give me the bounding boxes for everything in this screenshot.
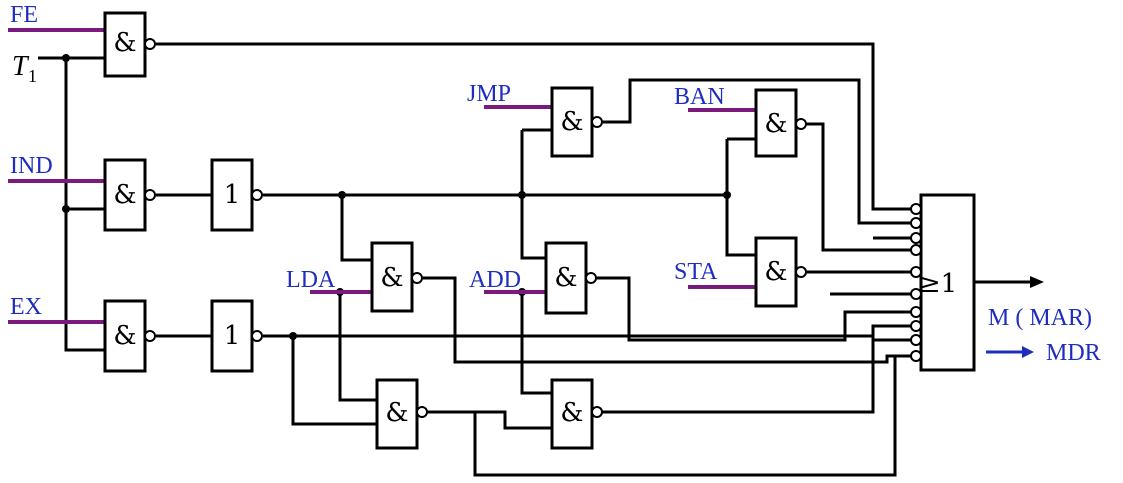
not-gate-1: 1 (210, 158, 263, 232)
inverter-bubble (585, 272, 597, 284)
output-label-mar: M ( MAR) (988, 305, 1092, 331)
inverter-bubble (591, 116, 603, 128)
inverter-bubble (795, 266, 807, 278)
inverter-bubble (251, 189, 263, 201)
inverter-bubble (795, 118, 807, 130)
svg-text:&: & (554, 263, 577, 293)
label-ind: IND (10, 153, 53, 179)
svg-text:≥1: ≥1 (919, 269, 957, 299)
input-pins (8, 28, 756, 324)
mdr-arrow-icon (1022, 346, 1034, 358)
inverter-bubble (591, 406, 603, 418)
label-ban: BAN (674, 84, 725, 110)
inverter-bubble (416, 406, 428, 418)
label-t1: T (12, 51, 30, 82)
signal-labels: FE T 1 IND EX JMP BAN LDA ADD STA (10, 2, 725, 320)
label-jmp: JMP (467, 81, 511, 107)
output-arrowhead (1030, 276, 1044, 288)
label-lda: LDA (286, 267, 336, 293)
and-gate-ban: & (754, 88, 807, 158)
svg-text:1: 1 (224, 180, 241, 210)
svg-text:&: & (764, 109, 787, 139)
and-gate-lda: & (370, 241, 423, 313)
svg-text:&: & (113, 28, 136, 58)
svg-text:&: & (113, 321, 136, 351)
svg-text:&: & (380, 263, 403, 293)
and-gate-ex-add: & (550, 378, 603, 450)
output-label-mdr: MDR (1046, 340, 1101, 366)
label-add: ADD (469, 267, 521, 293)
inverter-bubble (144, 189, 156, 201)
and-gate-ind: & (103, 158, 156, 232)
inverter-bubble (144, 330, 156, 342)
not-gate-2: 1 (210, 299, 263, 373)
label-t1-sub: 1 (28, 66, 37, 86)
output-labels: M ( MAR) MDR (986, 305, 1101, 366)
svg-text:1: 1 (224, 321, 241, 351)
and-gate-fe-t1: & (103, 11, 156, 78)
label-sta: STA (674, 259, 718, 285)
label-ex: EX (10, 294, 42, 320)
inverter-bubble (411, 272, 423, 284)
svg-text:&: & (385, 398, 408, 428)
and-gate-sta: & (754, 236, 807, 308)
and-gate-add: & (544, 241, 597, 315)
and-gate-ex: & (103, 299, 156, 373)
svg-text:&: & (560, 398, 583, 428)
or-gate: ≥1 (910, 193, 976, 372)
svg-text:&: & (764, 257, 787, 287)
inverter-bubble (251, 330, 263, 342)
and-gate-jmp: & (550, 86, 603, 158)
and-gate-ex-lda: & (375, 378, 428, 450)
inverter-bubble (144, 38, 156, 50)
svg-text:&: & (113, 180, 136, 210)
label-fe: FE (10, 2, 38, 28)
svg-text:&: & (560, 107, 583, 137)
